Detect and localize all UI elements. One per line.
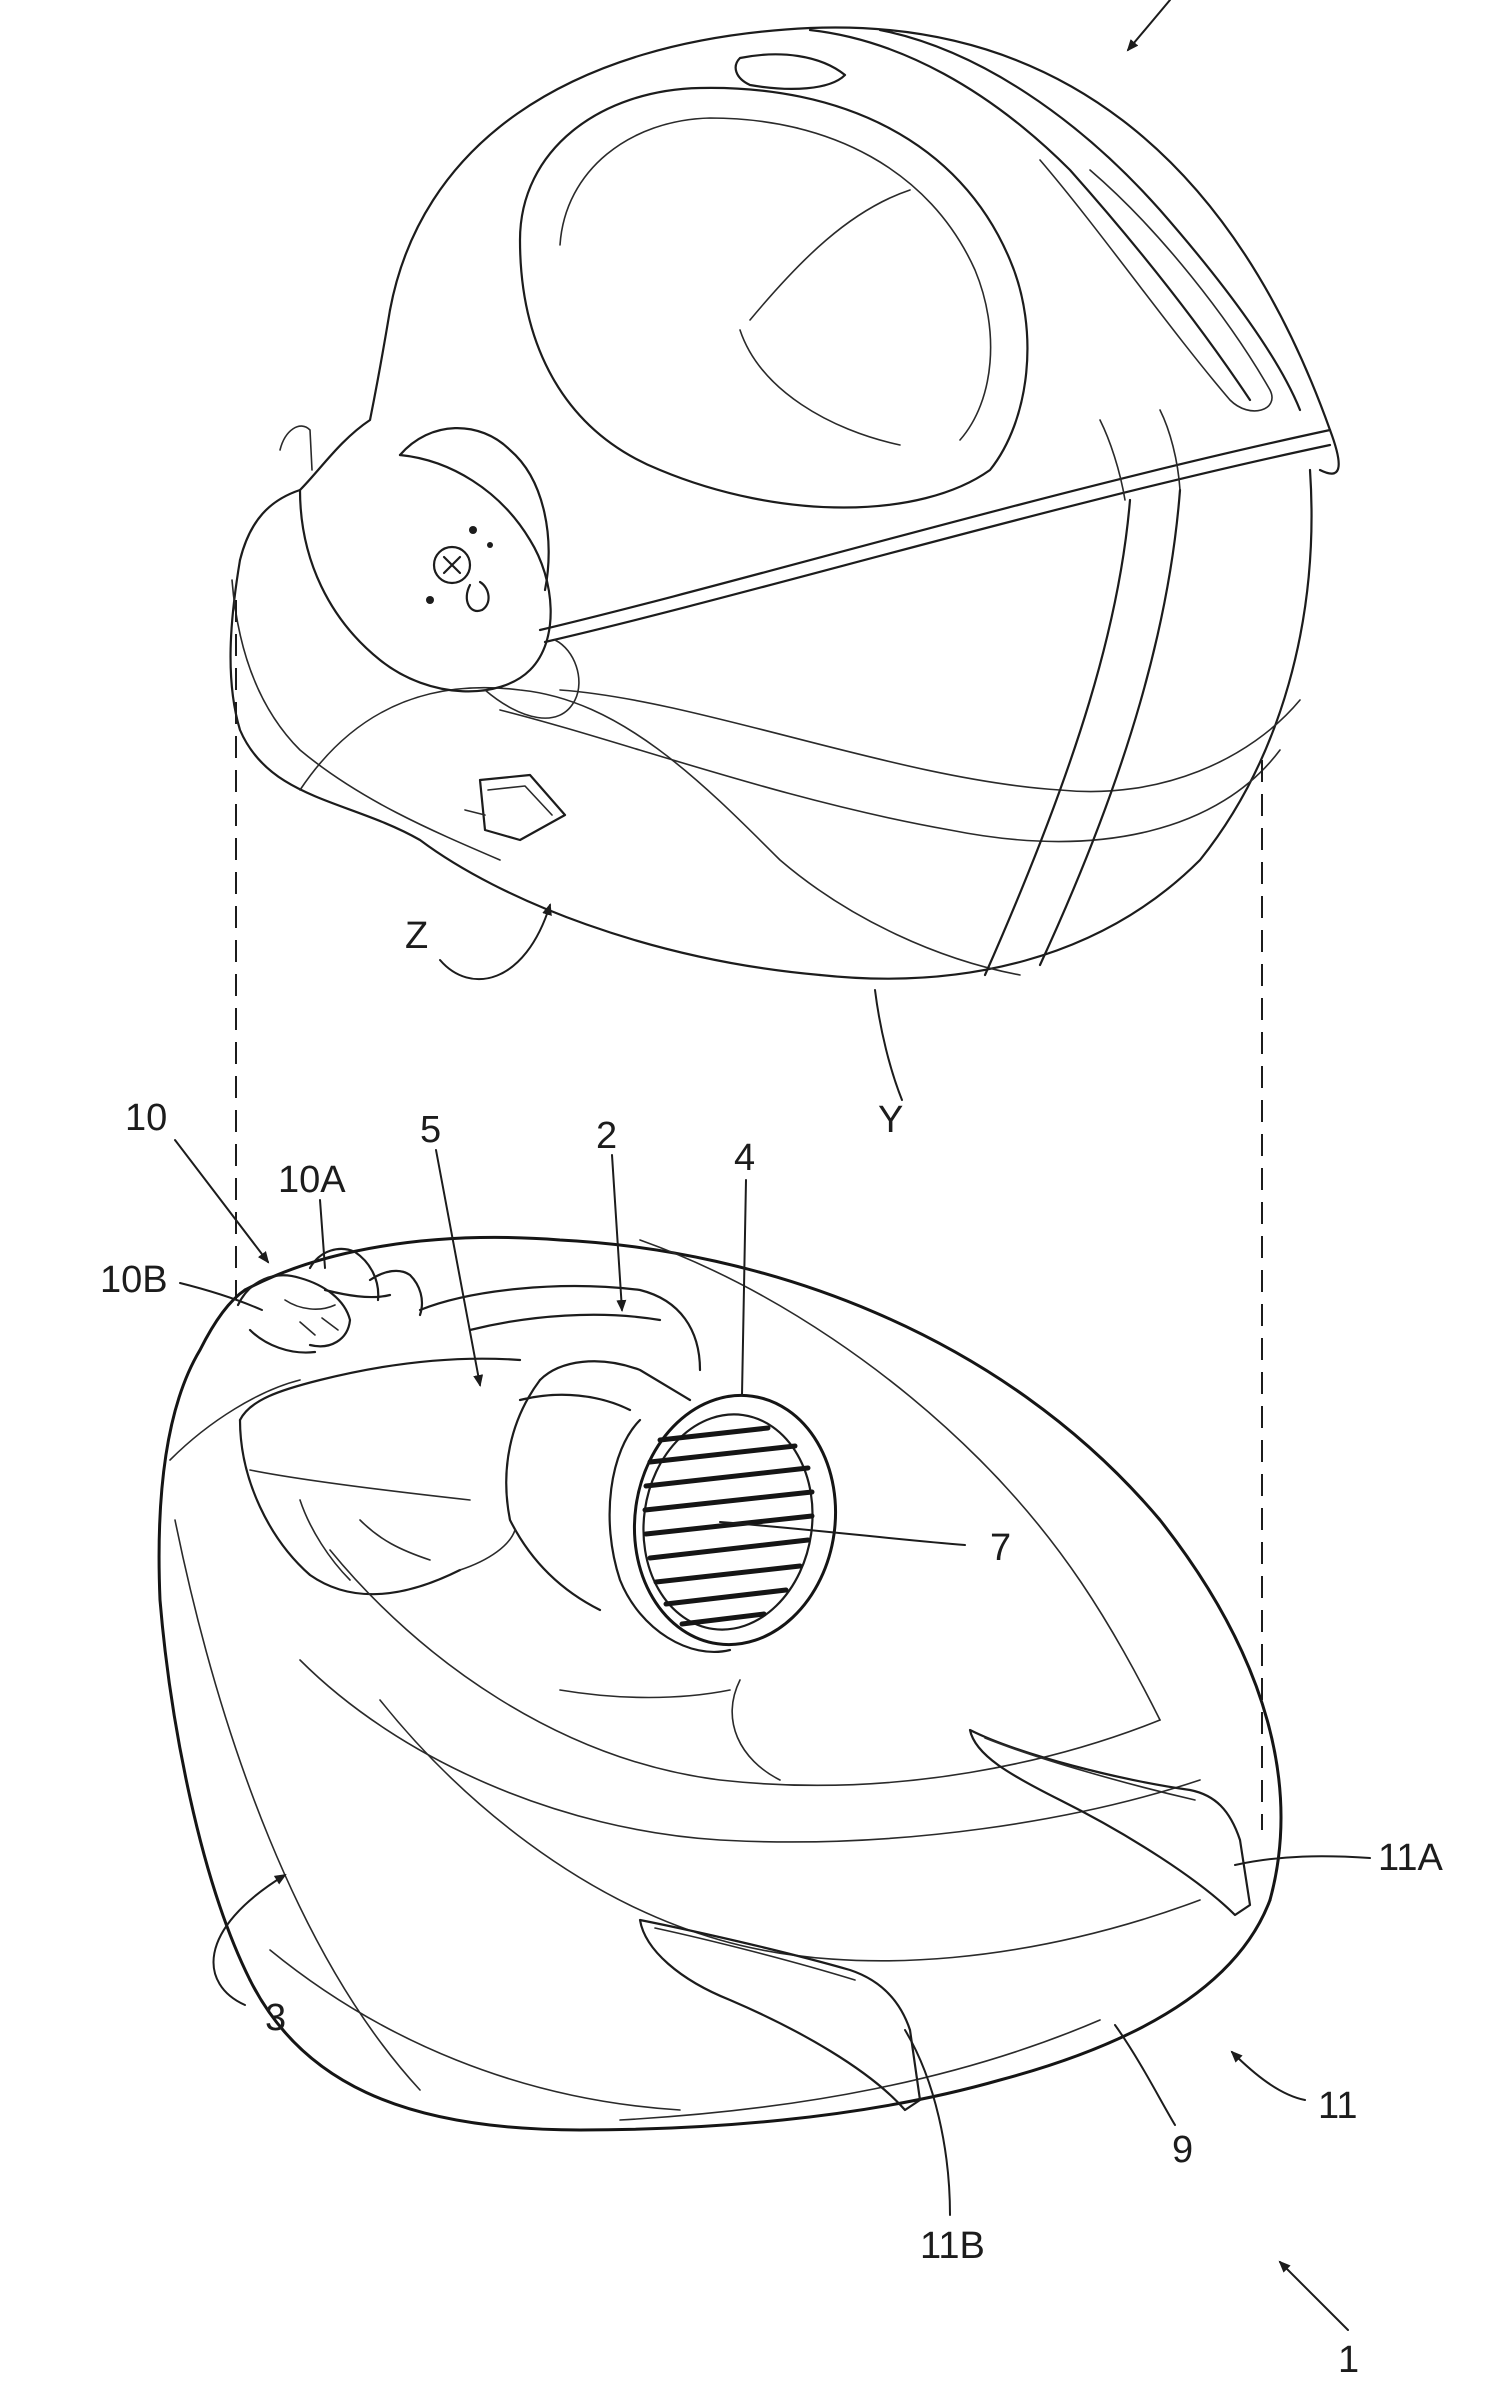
helmet-slot bbox=[464, 773, 567, 842]
base-housing bbox=[359, 1284, 702, 1612]
label-11: 11 bbox=[1318, 2085, 1357, 2127]
label-10: 10 bbox=[125, 1097, 167, 1139]
port-grill bbox=[642, 1425, 815, 1627]
helmet-shell bbox=[229, 26, 1340, 980]
label-7: 7 bbox=[990, 1527, 1011, 1569]
label-1: 1 bbox=[1338, 2339, 1359, 2381]
label-3: 3 bbox=[265, 1997, 286, 2039]
reference-labels: Z Y 10 10A 10B 5 2 4 7 11A 3 11 9 11B 1 bbox=[100, 915, 1443, 2381]
label-4: 4 bbox=[734, 1137, 755, 1179]
label-9: 9 bbox=[1172, 2129, 1193, 2171]
label-11B: 11B bbox=[920, 2225, 985, 2267]
leaders bbox=[174, 0, 1371, 2331]
label-Y: Y bbox=[878, 1099, 903, 1141]
label-11A: 11A bbox=[1378, 1837, 1443, 1879]
label-5: 5 bbox=[420, 1109, 441, 1151]
clip-assembly bbox=[236, 1247, 424, 1354]
fin-11B bbox=[638, 1918, 922, 2112]
helmet-crest bbox=[734, 28, 1302, 977]
helmet-visor bbox=[518, 86, 1029, 509]
label-2: 2 bbox=[596, 1115, 617, 1157]
label-Z: Z bbox=[405, 915, 428, 957]
fin-11A bbox=[968, 1728, 1252, 1917]
base-body bbox=[157, 1235, 1283, 2132]
helmet-pivot bbox=[279, 425, 580, 719]
label-10A: 10A bbox=[278, 1159, 346, 1201]
label-10B: 10B bbox=[100, 1259, 168, 1301]
air-port bbox=[608, 1393, 838, 1653]
